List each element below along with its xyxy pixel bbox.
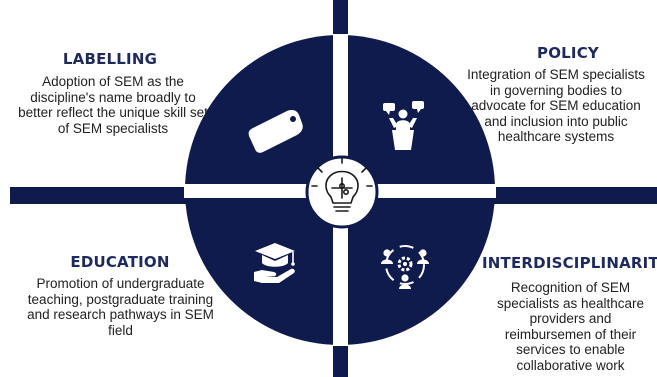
education-heading: EDUCATION: [70, 253, 170, 271]
interdisciplinarity-heading: INTERDISCIPLINARITY: [482, 254, 657, 272]
labelling-description: Adoption of SEM as the discipline's name…: [18, 74, 208, 136]
advocacy-podium-icon: [383, 101, 424, 150]
graduation-cap-icon: [254, 243, 295, 283]
policy-description: Integration of SEM specialists in govern…: [467, 67, 645, 145]
horizontal-bar-left: [10, 187, 188, 204]
team-gear-icon: [381, 245, 429, 289]
vertical-bar-bottom: [333, 340, 348, 377]
education-description: Promotion of undergraduate teaching, pos…: [27, 276, 214, 338]
lightbulb-puzzle-icon: [311, 157, 373, 212]
labelling-heading: LABELLING: [62, 50, 158, 68]
tag-icon: [248, 110, 303, 153]
vertical-bar-top: [333, 0, 348, 40]
interdisciplinarity-description: Recognition of SEM specialists as health…: [496, 280, 645, 373]
policy-heading: POLICY: [537, 44, 599, 62]
horizontal-bar-right: [492, 187, 657, 204]
